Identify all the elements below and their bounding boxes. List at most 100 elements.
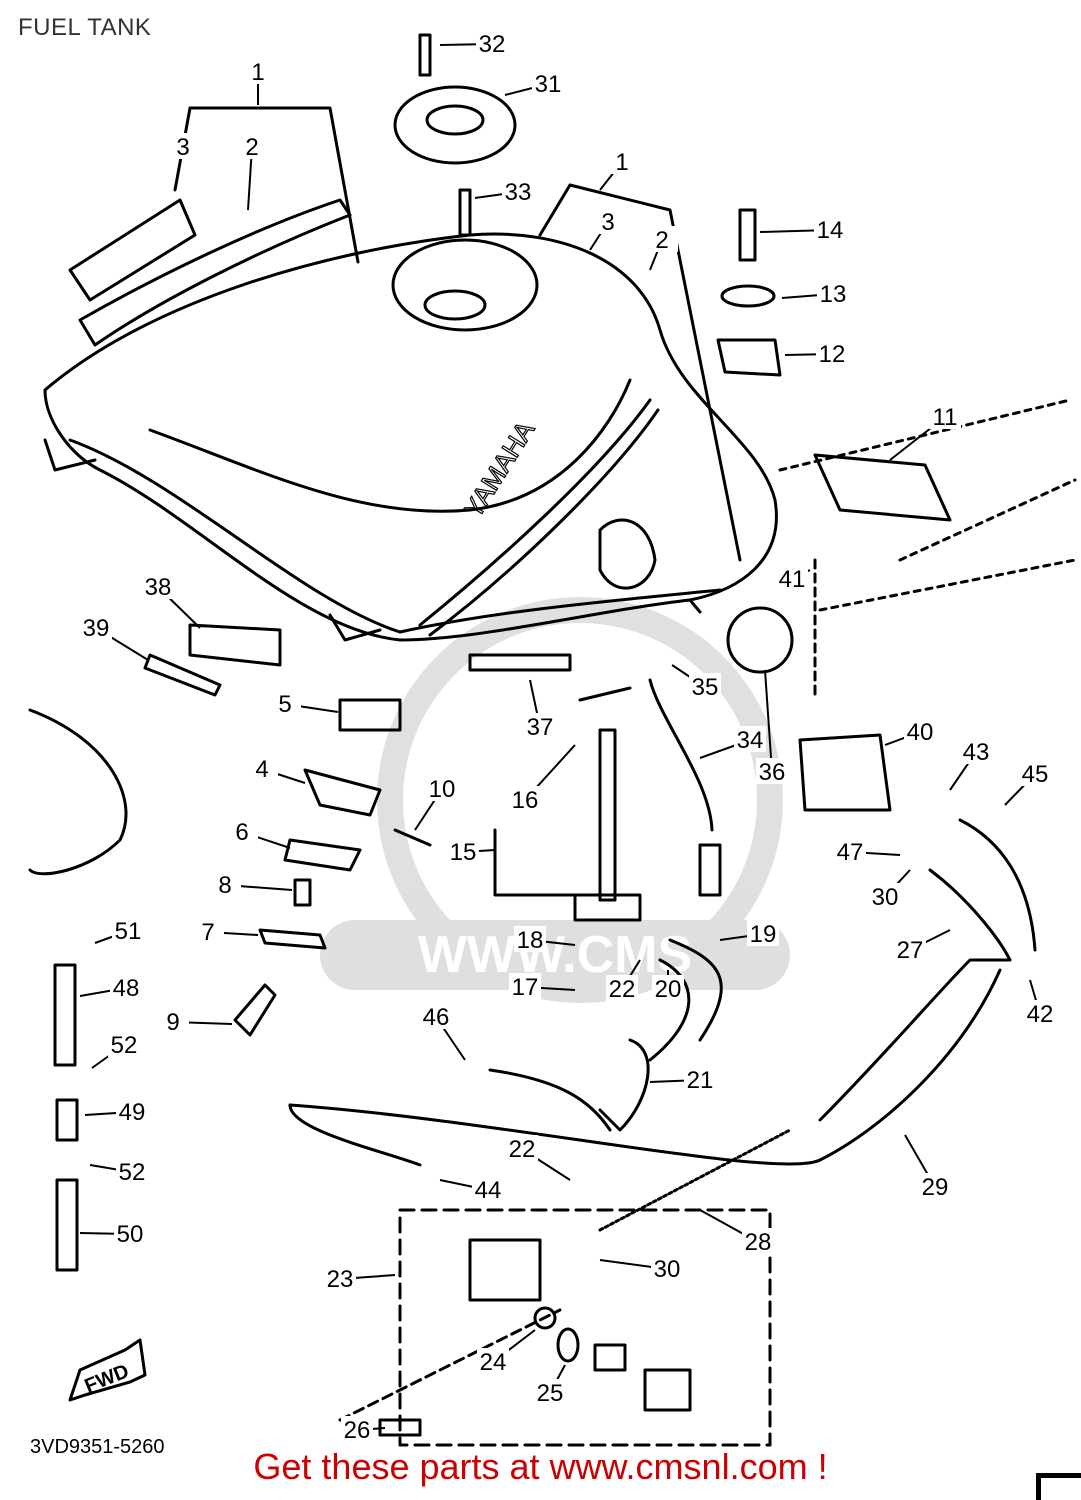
callout-33: 33 [505,179,532,206]
hose-48 [53,963,77,1067]
callout-8: 8 [218,872,231,899]
callout-34: 34 [737,727,764,754]
callout-16: 16 [512,787,539,814]
callout-42: 42 [1027,1001,1054,1028]
bolt-26 [378,1418,422,1437]
petcock-pipe [598,728,617,902]
callout-48: 48 [113,975,140,1002]
hose-19 [668,938,723,1042]
plate-6 [283,838,362,872]
callout-50: 50 [117,1221,144,1248]
strip-39 [143,653,222,697]
footer-link-text[interactable]: Get these parts at www.cmsnl.com ! [253,1446,828,1487]
callout-11: 11 [933,404,958,431]
callout-35: 35 [692,674,719,701]
callout-43: 43 [963,739,990,766]
callout-13: 13 [820,281,847,308]
bracket-4 [303,768,382,817]
callout-14: 14 [817,217,844,244]
callout-22: 22 [509,1136,536,1163]
callout-1: 1 [251,59,264,86]
seat-outline [28,708,128,876]
callout-9: 9 [166,1009,179,1036]
pump-group-23 [398,1208,772,1447]
valve-49 [55,1098,79,1142]
callout-40: 40 [907,719,934,746]
callout-36: 36 [759,759,786,786]
fuel-pump [468,1238,542,1302]
callout-19: 19 [750,921,777,948]
callout-22: 22 [609,976,636,1003]
callout-6: 6 [235,819,248,846]
diagram-code: 3VD9351-5260 [30,1436,165,1458]
hose-50 [55,1178,79,1272]
callout-24: 24 [480,1349,507,1376]
callout-29: 29 [922,1174,949,1201]
callout-12: 12 [819,341,846,368]
page-title: FUEL TANK [18,14,152,41]
petcock-15 [573,893,642,922]
bolt-14 [738,208,757,262]
callout-31: 31 [535,71,562,98]
callout-39: 39 [83,615,110,642]
callout-30: 30 [872,884,899,911]
callout-25: 25 [537,1380,564,1407]
washer-13 [720,284,776,308]
bracket-5 [338,698,402,732]
callout-10: 10 [429,776,456,803]
callout-4: 4 [255,756,268,783]
callout-51: 51 [115,918,142,945]
callout-41: 41 [779,566,806,593]
pad-38 [188,623,282,667]
callout-15: 15 [450,839,477,866]
callout-leader [764,669,773,773]
callout-46: 46 [423,1004,450,1031]
hose-29 [288,968,1002,1166]
hose-21 [598,1038,650,1132]
bolt-33 [458,188,472,237]
hose-20 [648,958,691,1062]
callout-20: 20 [655,976,682,1003]
decal-2-left [78,198,352,347]
damper-11 [813,453,952,522]
callout-37: 37 [527,714,554,741]
callout-27: 27 [897,937,924,964]
fwd-arrow-icon [68,1338,147,1402]
callout-44: 44 [475,1177,502,1204]
callout-45: 45 [1022,761,1049,788]
callout-17: 17 [512,974,539,1001]
callout-49: 49 [119,1099,146,1126]
callout-2: 2 [245,134,258,161]
callout-26: 26 [344,1417,371,1444]
watermark: WWW.CMS [320,597,790,1003]
fuel-tank [43,232,778,642]
callout-5: 5 [278,691,291,718]
callout-18: 18 [517,927,544,954]
callout-21: 21 [687,1067,714,1094]
part-24 [533,1306,557,1330]
decal-3-left [68,198,197,302]
callout-7: 7 [201,919,214,946]
bolt-9 [233,983,277,1037]
callout-32: 32 [479,31,506,58]
plate-7 [258,928,327,950]
part-25 [556,1327,580,1363]
canister-40 [798,733,892,812]
callout-3: 3 [601,209,614,236]
callout-52: 52 [111,1032,138,1059]
callout-30: 30 [654,1256,681,1283]
strip-37 [468,653,572,672]
hose-34 [648,678,714,832]
svg-text:YAMAHA: YAMAHA [458,415,541,523]
callout-47: 47 [837,839,864,866]
callout-28: 28 [745,1229,772,1256]
callout-1: 1 [615,149,628,176]
fuel-cap [393,85,517,165]
collar-8 [293,878,312,907]
callout-52: 52 [119,1159,146,1186]
callout-23: 23 [327,1266,354,1293]
corner-mark [1036,1473,1081,1500]
sender-36 [726,606,794,674]
bolt-10 [393,828,432,847]
